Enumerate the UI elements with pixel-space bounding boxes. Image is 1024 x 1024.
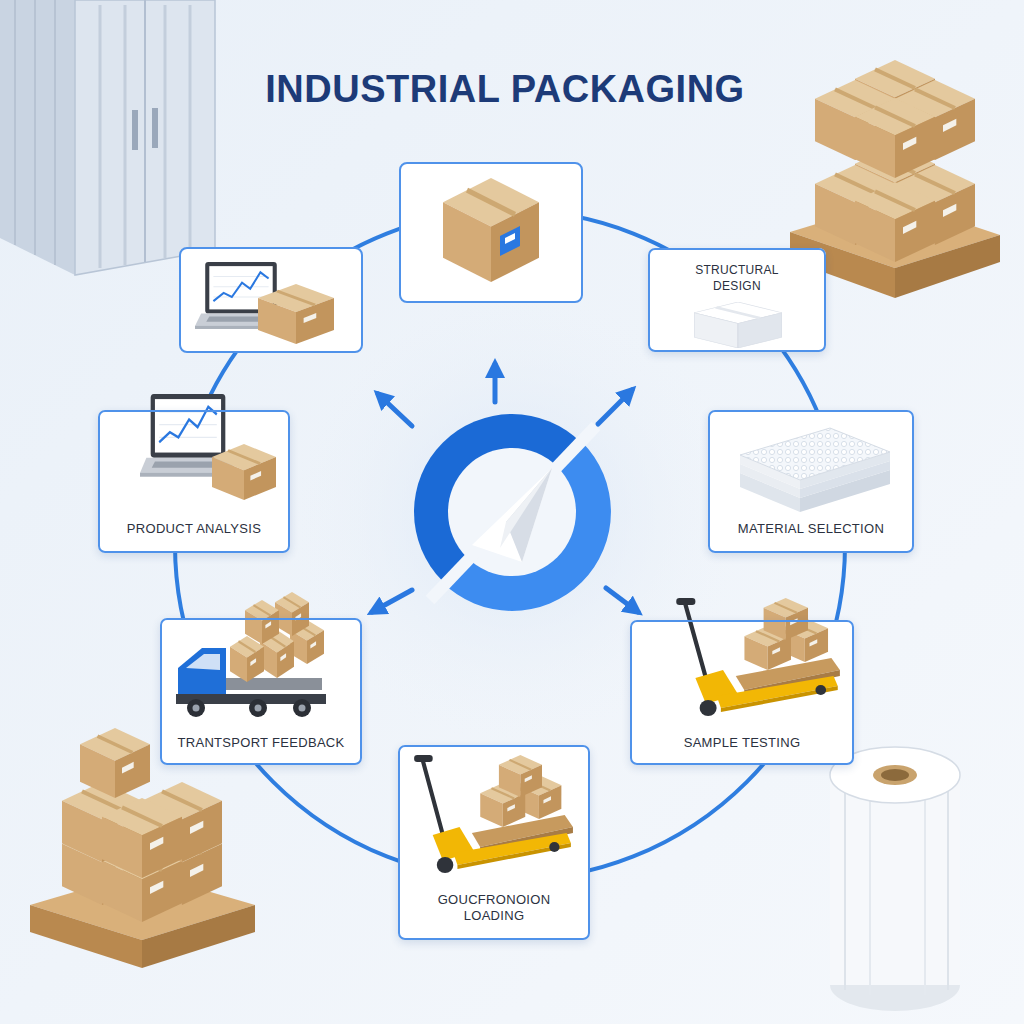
analysis-laptop-icon (195, 262, 334, 344)
box-fills (98, 163, 914, 940)
process-box: SAMPLE TESTING (630, 620, 854, 765)
step-label: SAMPLE TESTING (684, 735, 801, 751)
truck-icon (176, 592, 326, 717)
material-sheets-icon (740, 428, 890, 512)
step-label: STRUCTURAL DESIGN (682, 262, 792, 294)
loading-pallet-jack-icon (414, 755, 573, 873)
step-label: GOUCFRONOION LOADING (432, 892, 556, 924)
process-box: MATERIAL SELECTION (708, 410, 914, 553)
process-box: GOUCFRONOION LOADING (398, 745, 590, 940)
step-label: TRANTSPORT FEEDBACK (177, 735, 344, 751)
process-box: TRANTSPORT FEEDBACK (160, 618, 362, 765)
structural-box-icon (694, 302, 782, 348)
shipping-container (0, 0, 215, 275)
center-emblem (414, 414, 611, 611)
step-label: MATERIAL SELECTION (738, 521, 884, 537)
stretch-film-roll (830, 747, 960, 1011)
direction-arrows (372, 364, 638, 612)
process-box: STRUCTURAL DESIGN (648, 248, 826, 352)
step-label: PRODUCT ANALYSIS (127, 521, 261, 537)
diagram-title: INDUSTRIAL PACKAGING (0, 68, 1010, 111)
process-box: PRODUCT ANALYSIS (98, 410, 290, 553)
package-icon (443, 178, 539, 282)
sample-pallet-jack-icon (676, 598, 840, 716)
